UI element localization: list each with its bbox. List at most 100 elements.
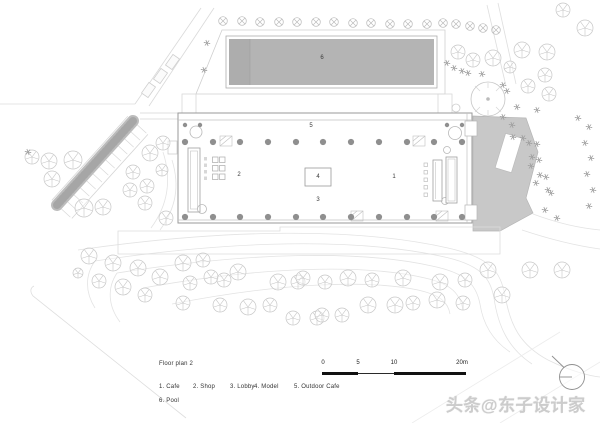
shrub-symbol	[585, 123, 593, 131]
tree-symbol	[465, 52, 481, 68]
shrub-symbol	[533, 140, 541, 148]
small-tree-symbol	[366, 18, 376, 28]
tree-symbol	[175, 295, 191, 311]
tree-symbol	[537, 67, 553, 83]
tree-symbol	[314, 307, 330, 323]
shrub-symbol	[535, 156, 543, 164]
shrubs-layer	[24, 39, 597, 222]
column	[292, 213, 300, 221]
model-box	[304, 167, 332, 187]
tree-symbol	[151, 268, 169, 286]
parking-stall-line	[61, 208, 71, 218]
column	[209, 213, 217, 221]
small-tree-symbol	[385, 19, 395, 29]
column	[264, 213, 272, 221]
shrub-symbol	[464, 69, 472, 77]
scale-bar-segment	[322, 372, 358, 375]
tree-symbol	[503, 60, 517, 74]
column-small	[459, 122, 465, 128]
tree-symbol	[72, 267, 84, 279]
shrub-symbol	[499, 81, 507, 89]
shrub-symbol	[519, 134, 527, 142]
parking-area	[51, 115, 149, 219]
room-number-6: 6	[320, 55, 324, 61]
tree-symbol	[158, 210, 174, 226]
small-tree-symbol	[255, 17, 265, 27]
room-number-2: 2	[237, 172, 241, 178]
tree-symbol	[182, 275, 198, 291]
small-tree-symbol	[422, 19, 432, 29]
tree-symbol	[203, 269, 219, 285]
tree-symbol	[431, 273, 449, 291]
column	[403, 138, 411, 146]
tree-symbol	[295, 270, 311, 286]
shrub-symbol	[587, 154, 595, 162]
tree-symbol	[137, 287, 153, 303]
scale-5: 5	[356, 360, 360, 366]
tree-symbol	[450, 44, 466, 60]
tree-symbol	[493, 286, 511, 304]
column	[181, 138, 189, 146]
shrub-symbol	[574, 114, 582, 122]
tree-symbol	[155, 163, 169, 177]
parking-stalls	[61, 124, 147, 218]
shrub-symbol	[499, 113, 507, 121]
parking-stall-line	[80, 187, 90, 197]
parking-stall-line	[99, 166, 109, 176]
cafe-stools	[423, 162, 428, 197]
tree-symbol	[129, 259, 147, 277]
small-tree-symbol	[438, 18, 448, 28]
shrub-symbol	[528, 153, 536, 161]
tree-symbol	[359, 296, 377, 314]
tree-symbol	[137, 195, 153, 211]
column	[430, 138, 438, 146]
tree-symbol	[74, 198, 94, 218]
column	[319, 138, 327, 146]
small-tree-symbol	[451, 19, 461, 29]
tree-symbol	[576, 19, 594, 37]
column-small	[444, 122, 450, 128]
small-tree-symbol	[237, 16, 247, 26]
tree-symbol	[317, 274, 333, 290]
tree-symbol	[91, 273, 107, 289]
round-planters	[189, 125, 462, 214]
small-tree-symbol	[218, 16, 228, 26]
column	[181, 213, 189, 221]
column	[347, 138, 355, 146]
tree-symbol	[262, 297, 278, 313]
tree-symbol	[174, 254, 192, 272]
scale-0: 0	[321, 360, 325, 366]
tree-symbol	[40, 152, 58, 170]
shrub-symbol	[583, 170, 591, 178]
small-trees-layer	[218, 16, 501, 35]
door-right-bottom	[464, 204, 478, 221]
small-tree-symbol	[311, 17, 321, 27]
small-tree-symbol	[403, 19, 413, 29]
tree-symbol	[155, 135, 171, 151]
tree-symbol	[114, 278, 132, 296]
parking-stall-line	[118, 145, 128, 155]
shrub-symbol	[508, 121, 516, 129]
room-number-4: 4	[316, 174, 320, 180]
column	[292, 138, 300, 146]
access-road	[134, 7, 215, 107]
parking-stall-line	[86, 180, 96, 190]
scale-20m: 20m	[456, 360, 468, 366]
tree-symbol	[364, 272, 380, 288]
tree-symbol	[141, 144, 159, 162]
parking-stall-line	[137, 124, 147, 134]
small-tree-symbol	[478, 23, 488, 33]
column	[347, 213, 355, 221]
small-tree-symbol	[465, 21, 475, 31]
scale-bar: 0 5 10 20m	[321, 360, 468, 378]
cafe-counter-1	[432, 159, 443, 202]
column	[264, 138, 272, 146]
shrub-symbol	[458, 67, 466, 75]
pool-area	[181, 29, 461, 114]
tree-symbol	[290, 274, 306, 290]
tree-symbol	[239, 298, 257, 316]
tree-symbol	[122, 182, 138, 198]
tree-symbol	[339, 269, 357, 287]
